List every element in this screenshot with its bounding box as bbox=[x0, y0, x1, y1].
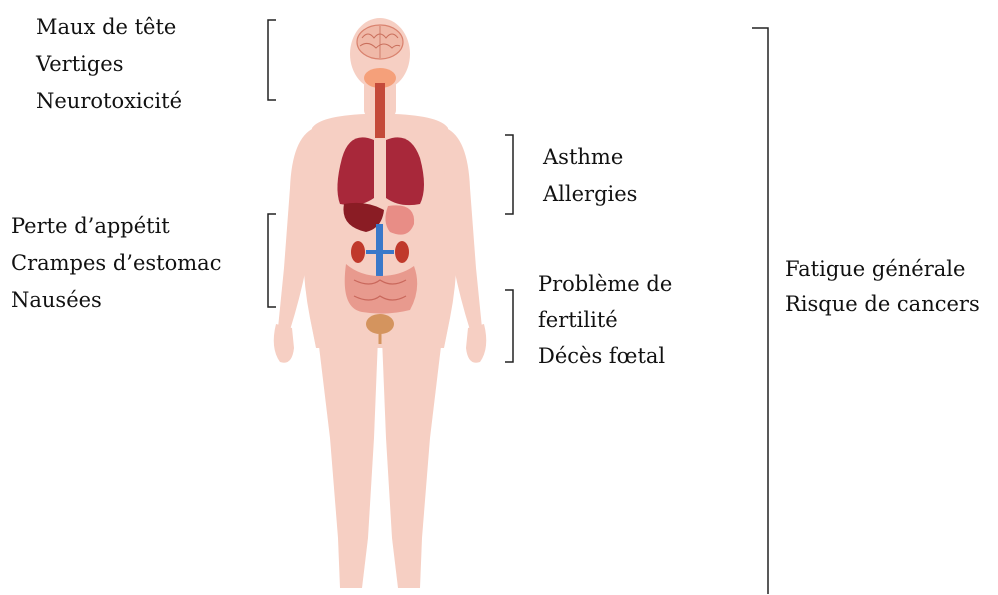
reproductive-symptom-1: Problème de bbox=[538, 266, 672, 302]
lung-symptom-2: Allergies bbox=[543, 176, 637, 213]
head-symptom-1: Maux de tête bbox=[36, 9, 182, 46]
stomach-bracket bbox=[268, 214, 276, 307]
digestive-symptom-2: Crampes d’estomac bbox=[11, 245, 221, 282]
reproductive-symptom-3: Décès fœtal bbox=[538, 338, 672, 374]
reproductive-bracket bbox=[505, 290, 513, 362]
head-bracket bbox=[268, 20, 276, 100]
digestive-symptom-1: Perte d’appétit bbox=[11, 208, 221, 245]
digestive-symptoms: Perte d’appétit Crampes d’estomac Nausée… bbox=[11, 208, 221, 319]
lungs-bracket bbox=[505, 135, 513, 214]
reproductive-symptoms: Problème de fertilité Décès fœtal bbox=[538, 266, 672, 374]
head-symptoms: Maux de tête Vertiges Neurotoxicité bbox=[36, 9, 182, 120]
head-symptom-2: Vertiges bbox=[36, 46, 182, 83]
general-symptoms: Fatigue générale Risque de cancers bbox=[785, 252, 980, 322]
digestive-symptom-3: Nausées bbox=[11, 282, 221, 319]
reproductive-symptom-2: fertilité bbox=[538, 302, 672, 338]
general-symptom-2: Risque de cancers bbox=[785, 287, 980, 322]
general-bracket bbox=[752, 28, 768, 594]
lung-symptom-1: Asthme bbox=[543, 139, 637, 176]
general-symptom-1: Fatigue générale bbox=[785, 252, 980, 287]
head-symptom-3: Neurotoxicité bbox=[36, 83, 182, 120]
lung-symptoms: Asthme Allergies bbox=[543, 139, 637, 213]
